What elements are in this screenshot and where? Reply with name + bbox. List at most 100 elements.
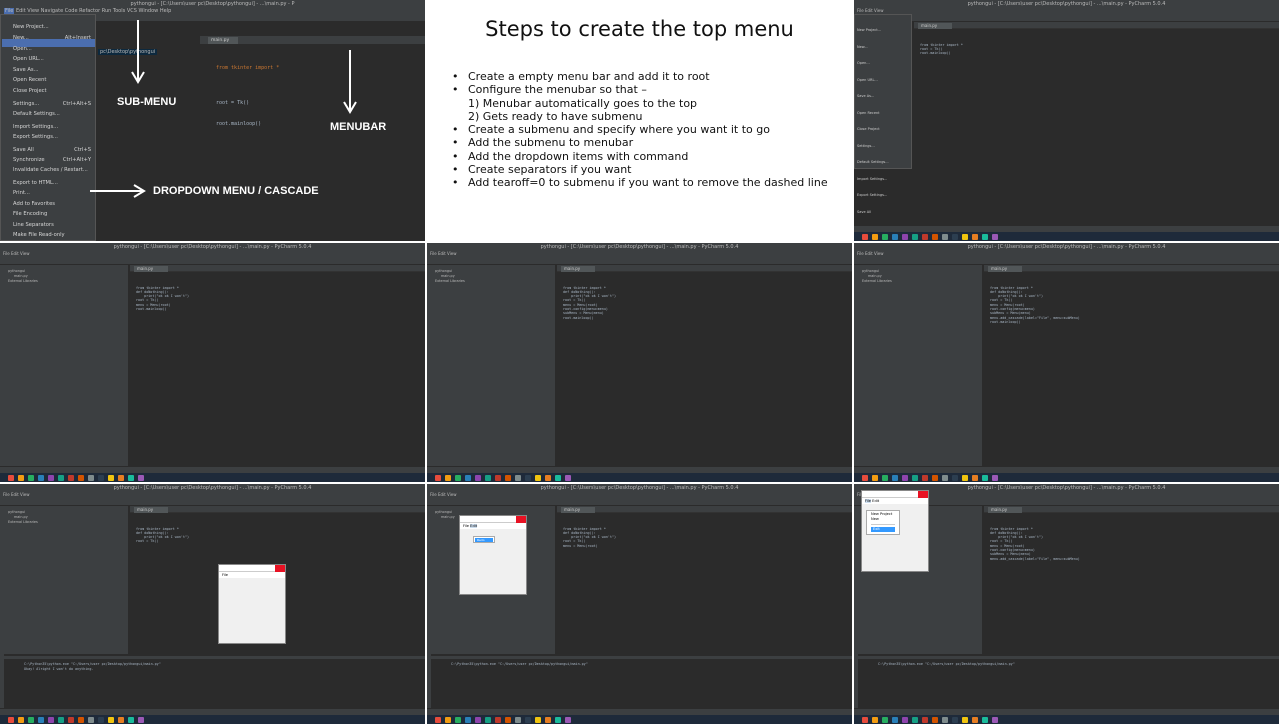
taskbar-app-icon[interactable] <box>118 474 124 481</box>
taskbar-app-icon[interactable] <box>952 233 958 240</box>
menu-item[interactable]: Import Settings... <box>857 176 888 181</box>
taskbar-app-icon[interactable] <box>902 233 908 240</box>
taskbar-app-icon[interactable] <box>38 716 44 723</box>
tk-menu-item-redo[interactable]: Redo <box>475 538 493 542</box>
editor[interactable]: main.py from tkinter import *def doNothi… <box>130 265 425 466</box>
tree-item[interactable]: main.py <box>14 515 28 519</box>
editor[interactable]: main.py from tkinter import *root = Tk()… <box>914 22 1279 225</box>
taskbar-app-icon[interactable] <box>922 233 928 240</box>
taskbar-app-icon[interactable] <box>38 474 44 481</box>
menu-item[interactable]: Open URL... <box>13 56 44 62</box>
tab-main-py[interactable]: main.py <box>134 266 168 272</box>
menu-item[interactable]: New... <box>857 44 868 49</box>
menu-view[interactable]: View <box>874 8 884 13</box>
taskbar-app-icon[interactable] <box>98 716 104 723</box>
taskbar-app-icon[interactable] <box>98 474 104 481</box>
menu-item[interactable]: New Project... <box>857 28 882 32</box>
taskbar-app-icon[interactable] <box>872 716 878 723</box>
taskbar-app-icon[interactable] <box>495 716 501 723</box>
taskbar-app-icon[interactable] <box>78 716 84 723</box>
taskbar-app-icon[interactable] <box>565 474 571 481</box>
tk-titlebar[interactable] <box>862 491 928 498</box>
taskbar-app-icon[interactable] <box>78 474 84 481</box>
taskbar-app-icon[interactable] <box>8 474 14 481</box>
taskbar-app-icon[interactable] <box>972 474 978 481</box>
taskbar-app-icon[interactable] <box>58 716 64 723</box>
menu-item[interactable]: Synchronize <box>13 157 45 163</box>
menu-view[interactable]: View <box>447 492 457 497</box>
taskbar-app-icon[interactable] <box>862 474 868 481</box>
taskbar-app-icon[interactable] <box>88 716 94 723</box>
taskbar-app-icon[interactable] <box>128 716 134 723</box>
taskbar-app-icon[interactable] <box>982 233 988 240</box>
taskbar-app-icon[interactable] <box>515 716 521 723</box>
taskbar-app-icon[interactable] <box>892 233 898 240</box>
menu-code[interactable]: Code <box>64 8 78 14</box>
tree-item[interactable]: pythongui <box>8 510 26 514</box>
taskbar-app-icon[interactable] <box>48 474 54 481</box>
taskbar-app-icon[interactable] <box>912 474 918 481</box>
menu-edit[interactable]: Edit <box>437 251 446 256</box>
tree-item[interactable]: main.py <box>868 274 882 278</box>
menu-item[interactable]: Export Settings... <box>857 193 888 197</box>
taskbar-app-icon[interactable] <box>495 474 501 481</box>
menu-edit[interactable]: Edit <box>864 8 873 13</box>
taskbar-app-icon[interactable] <box>982 474 988 481</box>
menu-item[interactable]: Open... <box>13 46 32 52</box>
taskbar-app-icon[interactable] <box>565 716 571 723</box>
menu-tools[interactable]: Tools <box>112 8 126 14</box>
taskbar-app-icon[interactable] <box>872 474 878 481</box>
menu-edit[interactable]: Edit <box>10 492 19 497</box>
taskbar-app-icon[interactable] <box>912 716 918 723</box>
taskbar-app-icon[interactable] <box>962 474 968 481</box>
taskbar-app-icon[interactable] <box>972 233 978 240</box>
tree-item[interactable]: pythongui <box>862 269 880 273</box>
taskbar-app-icon[interactable] <box>862 233 868 240</box>
menu-item[interactable]: New... <box>13 35 29 41</box>
taskbar-app-icon[interactable] <box>455 716 461 723</box>
menu-edit[interactable]: Edit <box>15 8 26 14</box>
menu-item[interactable]: Save All <box>857 209 872 214</box>
tab-main-py[interactable]: main.py <box>561 266 595 272</box>
taskbar-app-icon[interactable] <box>992 474 998 481</box>
taskbar-app-icon[interactable] <box>138 474 144 481</box>
menu-file[interactable]: File <box>4 8 15 14</box>
tk-menu-item-exit[interactable]: Exit <box>871 527 895 532</box>
tk-menu-file[interactable]: File <box>865 499 872 503</box>
taskbar-app-icon[interactable] <box>545 716 551 723</box>
taskbar-app-icon[interactable] <box>138 716 144 723</box>
tk-menu-item-new-project[interactable]: New Project <box>871 512 893 516</box>
tab-main-py[interactable]: main.py <box>988 266 1022 272</box>
menu-item[interactable]: Close Project <box>857 127 880 131</box>
taskbar-app-icon[interactable] <box>88 474 94 481</box>
editor[interactable]: main.py from tkinter import *def doNothi… <box>557 506 852 654</box>
taskbar-app-icon[interactable] <box>515 474 521 481</box>
taskbar-app-icon[interactable] <box>942 716 948 723</box>
menu-refactor[interactable]: Refactor <box>79 8 101 14</box>
menu-file[interactable]: File <box>857 251 864 256</box>
menu-item[interactable]: Settings... <box>13 101 40 107</box>
tk-menu-edit[interactable]: Edit <box>872 499 880 503</box>
editor[interactable]: main.py from tkinter import *def doNothi… <box>984 506 1279 654</box>
taskbar-app-icon[interactable] <box>118 716 124 723</box>
tk-menu-edit[interactable]: Edit <box>470 524 478 528</box>
tab-main-py[interactable]: main.py <box>561 507 595 513</box>
tk-menu-file[interactable]: File <box>463 524 470 528</box>
taskbar-app-icon[interactable] <box>932 474 938 481</box>
taskbar-app-icon[interactable] <box>545 474 551 481</box>
tree-item[interactable]: External Libraries <box>862 279 892 283</box>
menu-item[interactable]: Save All <box>13 147 34 153</box>
menu-item[interactable]: Save As... <box>857 94 875 98</box>
taskbar-app-icon[interactable] <box>485 474 491 481</box>
menu-view[interactable]: View <box>20 251 30 256</box>
taskbar-app-icon[interactable] <box>882 474 888 481</box>
tk-menu-file[interactable]: File <box>222 573 229 577</box>
taskbar-app-icon[interactable] <box>505 716 511 723</box>
taskbar-app-icon[interactable] <box>435 716 441 723</box>
taskbar-app-icon[interactable] <box>108 474 114 481</box>
menu-item[interactable]: Open URL... <box>857 77 878 82</box>
menu-file[interactable]: File <box>430 251 437 256</box>
taskbar-app-icon[interactable] <box>68 716 74 723</box>
taskbar-app-icon[interactable] <box>505 474 511 481</box>
menu-view[interactable]: View <box>20 492 30 497</box>
